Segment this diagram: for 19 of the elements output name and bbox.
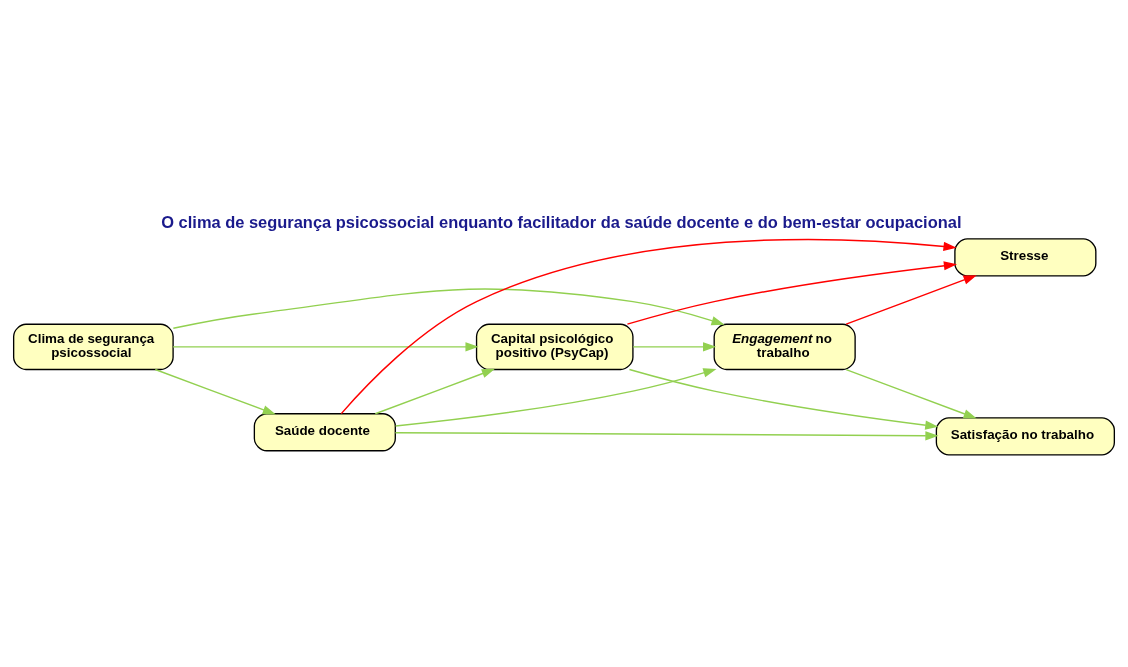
arrow: [628, 368, 939, 430]
diagram-title: O clima de segurança psicossocial enquanto facilitador da saúde docente e do bem-estar ocupacional: [161, 213, 962, 232]
arrow: [394, 431, 939, 441]
arrow: [172, 288, 725, 329]
arrow: [340, 238, 957, 415]
node-box: Stresse: [954, 238, 1097, 277]
arrow: [374, 368, 496, 415]
arrow: [845, 368, 977, 419]
arrow: [172, 342, 479, 352]
node-box: Clima de segurança psicossocial: [13, 323, 174, 371]
node-box: Engagement no trabalho: [713, 323, 856, 371]
node-box: Saúde docente: [253, 413, 396, 452]
arrow: [626, 261, 958, 325]
arrow: [632, 342, 717, 352]
arrow: [845, 275, 977, 325]
node-box: Satisfação no trabalho: [935, 417, 1115, 456]
arrow: [394, 368, 717, 427]
arrow: [154, 368, 276, 415]
node-box: Capital psicológico positivo (PsyCap): [475, 323, 634, 371]
